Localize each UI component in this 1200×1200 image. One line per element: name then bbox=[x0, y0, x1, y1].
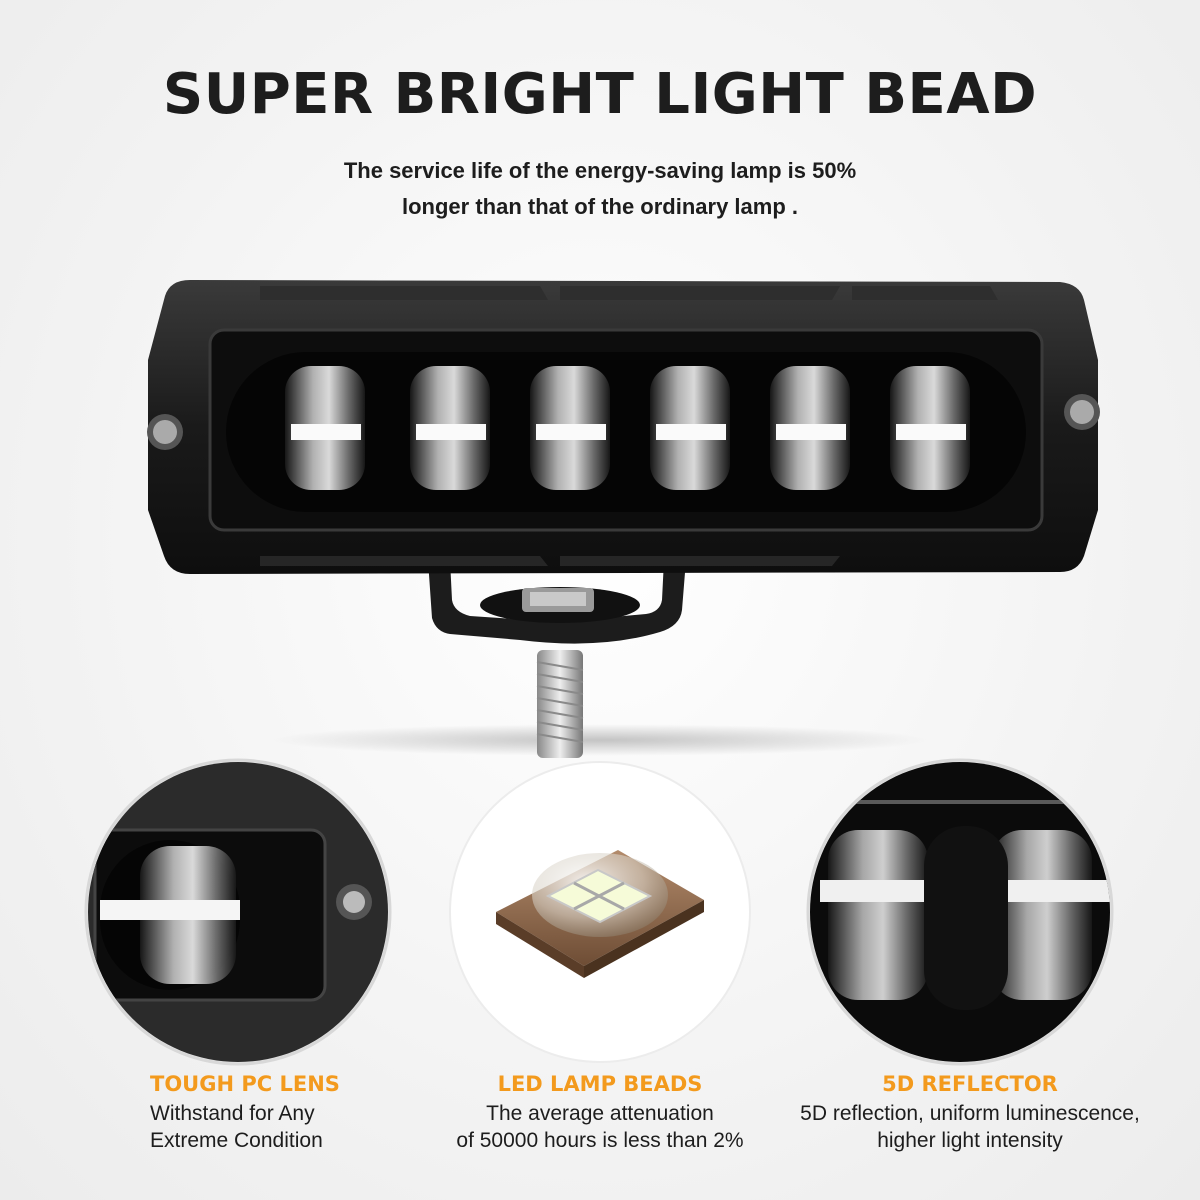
feature-desc-line-2: Extreme Condition bbox=[150, 1129, 323, 1152]
mounting-bracket bbox=[428, 560, 686, 644]
floor-shadow bbox=[270, 724, 930, 756]
feature-desc-line-1: The average attenuation bbox=[486, 1102, 714, 1125]
detail-circle-led bbox=[449, 761, 751, 1063]
subheadline-line-2: longer than that of the ordinary lamp . bbox=[401, 194, 799, 219]
feature-led-beads: LED LAMP BEADS The average attenuation o… bbox=[430, 1072, 770, 1154]
subheadline-line-1: The service life of the energy-saving la… bbox=[343, 158, 857, 183]
feature-title: 5D REFLECTOR bbox=[882, 1072, 1058, 1096]
feature-desc-line-2: higher light intensity bbox=[877, 1129, 1063, 1152]
lens-row bbox=[285, 366, 970, 490]
detail-circle-lens bbox=[84, 758, 392, 1066]
feature-title: LED LAMP BEADS bbox=[497, 1072, 703, 1096]
mounting-bolt bbox=[536, 650, 584, 758]
detail-circle-reflector bbox=[806, 758, 1114, 1066]
feature-title: TOUGH PC LENS bbox=[150, 1072, 340, 1096]
headline: SUPER BRIGHT LIGHT BEAD bbox=[162, 62, 1038, 127]
feature-desc-line-1: Withstand for Any bbox=[150, 1102, 315, 1125]
feature-5d-reflector: 5D REFLECTOR 5D reflection, uniform lumi… bbox=[770, 1072, 1170, 1154]
feature-pc-lens: TOUGH PC LENS Withstand for Any Extreme … bbox=[90, 1072, 420, 1154]
feature-desc-line-2: of 50000 hours is less than 2% bbox=[456, 1129, 744, 1152]
feature-desc-line-1: 5D reflection, uniform luminescence, bbox=[800, 1102, 1140, 1125]
